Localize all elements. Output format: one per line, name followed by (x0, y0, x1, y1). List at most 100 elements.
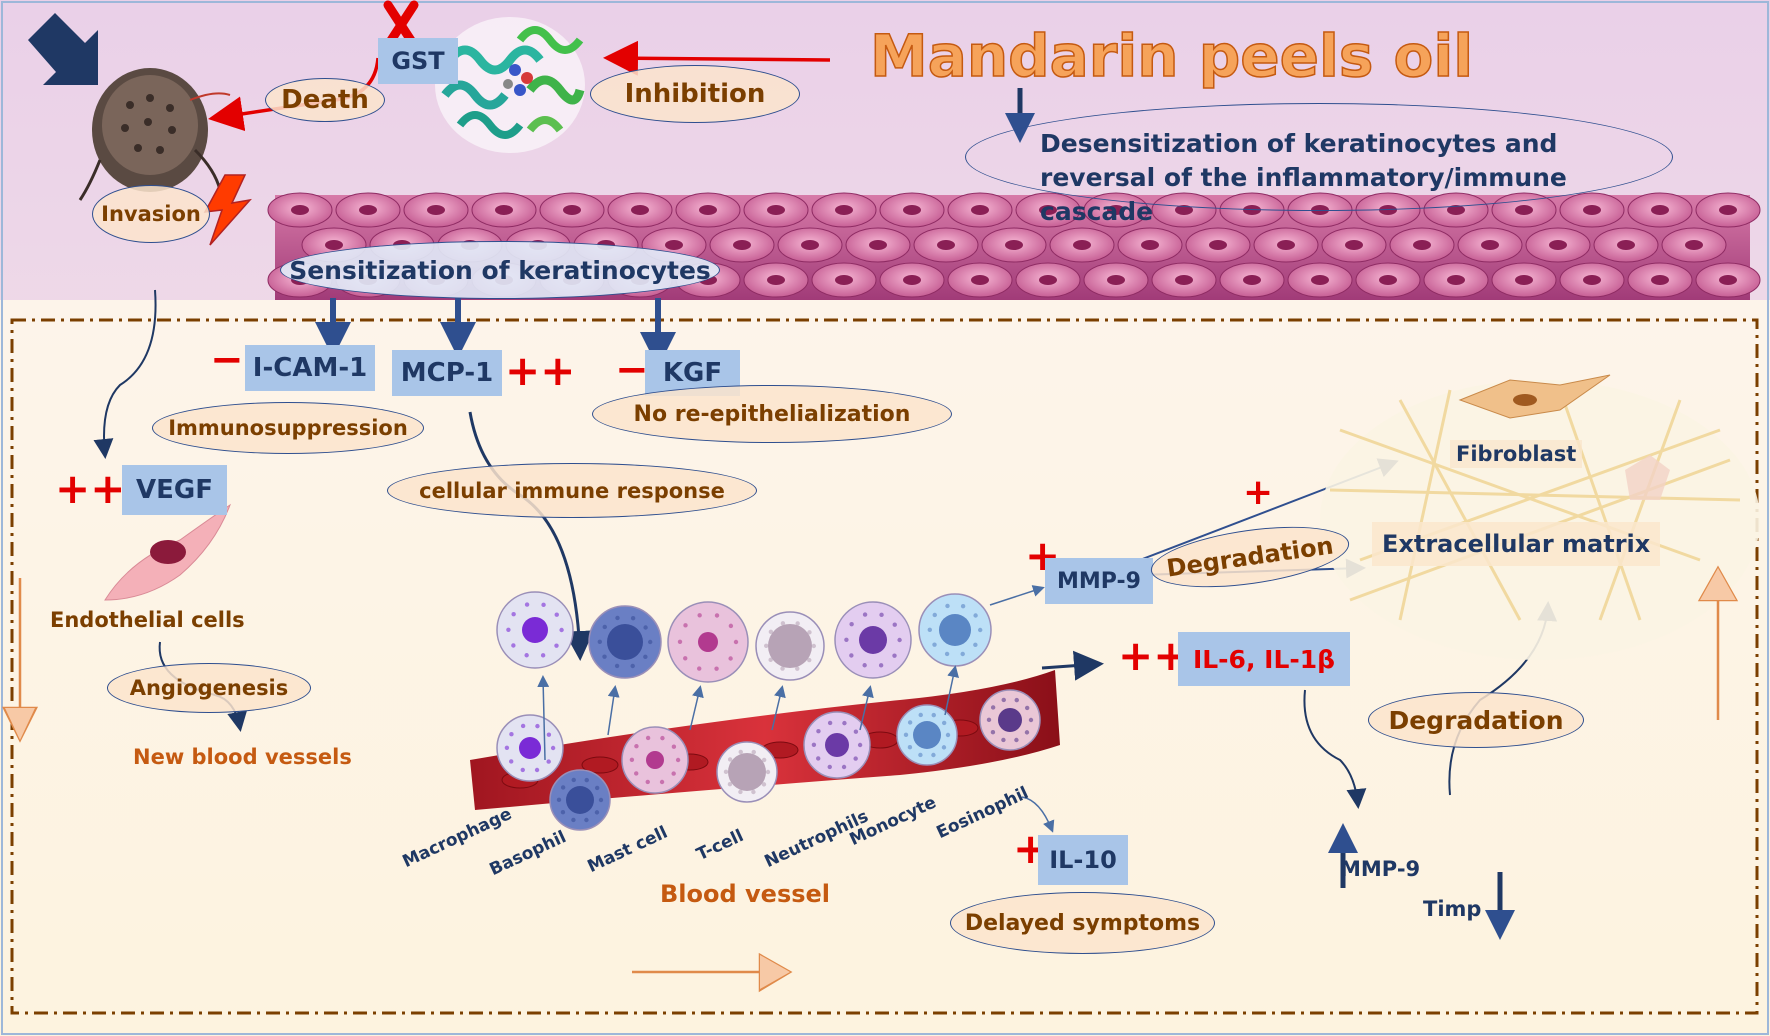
cell-granule (697, 613, 702, 618)
cell-granule (675, 757, 681, 763)
cell-granule (932, 642, 937, 647)
cell-granule (559, 627, 564, 633)
cell-granule (879, 612, 884, 618)
cell-nucleus (998, 708, 1022, 732)
icam-label: I-CAM-1 (245, 345, 375, 391)
cell-granule (584, 817, 589, 823)
cell-granule (973, 613, 978, 618)
cell-granule (733, 639, 739, 645)
cell-granule (683, 656, 688, 661)
keratinocyte-nucleus (1175, 275, 1193, 285)
keratinocyte-nucleus (1345, 240, 1363, 250)
cell-granule (1014, 737, 1019, 743)
cell-granule (546, 732, 552, 737)
cell-granule (761, 757, 767, 763)
cell-granule (795, 621, 800, 626)
cellular-immune-label: cellular immune response (387, 463, 757, 518)
cell-granule (535, 723, 540, 729)
keratinocyte-nucleus (665, 240, 683, 250)
ecm-plus-sign: + (1243, 472, 1274, 513)
cell-granule (931, 752, 936, 758)
cell-granule (857, 742, 863, 748)
vegf-label: VEGF (122, 465, 227, 515)
cell-granule (714, 613, 720, 618)
keratinocyte-nucleus (903, 275, 921, 285)
keratinocyte-nucleus (1719, 205, 1737, 215)
cell-granule (960, 603, 966, 609)
mcp-label: MCP-1 (392, 350, 502, 396)
gst-protein-icon (435, 17, 585, 153)
cell-granule (1014, 697, 1019, 703)
desensitization-ellipse (965, 103, 1673, 211)
keratinocyte-nucleus (427, 205, 445, 215)
cell-granule (780, 621, 786, 626)
keratinocyte-nucleus (835, 205, 853, 215)
keratinocyte-nucleus (1243, 275, 1261, 285)
cell-nucleus (607, 624, 643, 660)
cell-granule (849, 653, 854, 658)
cell-granule (540, 653, 546, 658)
vegf-plus-sign: ++ (55, 464, 126, 513)
mite-icon (78, 68, 231, 201)
keratinocyte-nucleus (495, 205, 513, 215)
cell-granule (960, 651, 965, 657)
cell-granule (903, 732, 909, 738)
cell-granule (671, 744, 677, 749)
cell-granule (560, 785, 566, 790)
cell-granule (645, 735, 651, 741)
death-label: Death (265, 78, 385, 122)
gst-label: GST (378, 38, 458, 84)
keratinocyte-nucleus (767, 275, 785, 285)
cell-granule (944, 651, 950, 657)
keratinocyte-nucleus (359, 205, 377, 215)
cell-granule (751, 749, 756, 755)
cell-granule (550, 745, 556, 751)
keratinocyte-nucleus (971, 275, 989, 285)
cell-granule (827, 720, 833, 726)
cell-granule (546, 759, 551, 764)
keratinocyte-nucleus (1549, 240, 1567, 250)
cell-nucleus (646, 751, 664, 769)
cell-granule (907, 720, 913, 725)
cell-granule (878, 663, 884, 668)
cell-granule (990, 730, 996, 735)
cell-granule (918, 712, 923, 718)
cell-granule (907, 745, 913, 750)
cell-granule (862, 663, 867, 668)
cell-granule (932, 612, 937, 618)
cell-granule (534, 767, 540, 773)
cell-granule (524, 653, 529, 658)
keratinocyte-nucleus (1107, 205, 1125, 215)
mmp9-up-label: MMP-9 (1340, 857, 1421, 881)
cell-granule (602, 624, 607, 630)
cell-granule (764, 643, 769, 648)
invasion-label: Invasion (92, 185, 210, 243)
cell-granule (597, 639, 603, 644)
il6-plus-sign: ++ (1118, 631, 1189, 680)
cell-nucleus (859, 626, 887, 654)
cell-granule (571, 817, 576, 823)
keratinocyte-nucleus (801, 240, 819, 250)
cell-granule (714, 666, 719, 671)
cell-granule (941, 720, 947, 726)
mmp9-label: MMP-9 (1045, 558, 1153, 604)
desensitization-label: Desensitization of keratinocytes and rev… (1040, 129, 1567, 226)
cell-granule (506, 627, 511, 632)
cell-granule (927, 627, 933, 632)
keratinocyte-nucleus (291, 205, 309, 215)
cell-granule (630, 663, 635, 669)
cell-granule (807, 630, 812, 635)
keratinocyte-nucleus (903, 205, 921, 215)
cell-granule (614, 663, 620, 669)
cell-granule (520, 767, 525, 773)
il6-label: IL-6, IL-1β (1178, 632, 1350, 686)
keratinocyte-nucleus (1481, 240, 1499, 250)
cell-granule (671, 771, 676, 776)
cell-granule (1001, 737, 1006, 743)
ecm-label: Extracellular matrix (1372, 522, 1661, 566)
cell-granule (1024, 730, 1030, 735)
cell-granule (990, 705, 996, 710)
keratinocyte-nucleus (325, 240, 343, 250)
keratinocyte-nucleus (835, 275, 853, 285)
